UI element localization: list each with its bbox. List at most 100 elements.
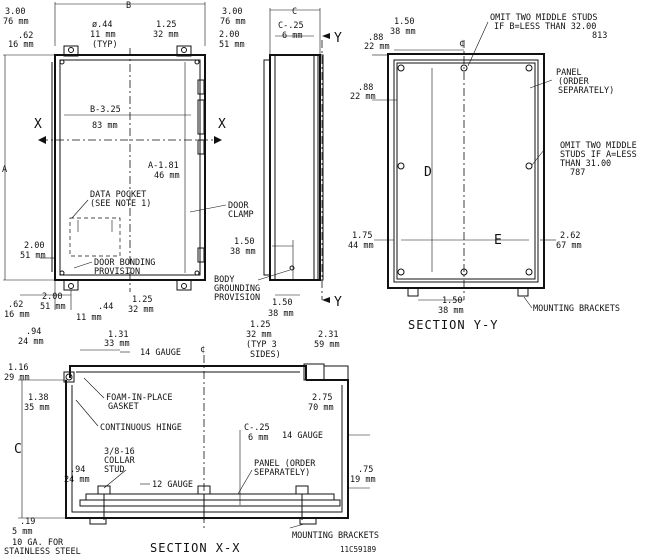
xx-mounting-label: MOUNTING BRACKETS (292, 531, 379, 541)
dim-bot-125-in: 1.25 (132, 295, 152, 305)
side-bot150-in: 1.50 (272, 298, 292, 308)
xx-d75-mm: 19 mm (350, 475, 376, 485)
xx-d94b-mm: 24 mm (64, 475, 90, 485)
body-ground-label-3: PROVISION (214, 293, 260, 303)
dim-bot-200-mm: 51 mm (40, 302, 66, 312)
yy-bot-150-in: 1.50 (442, 296, 462, 306)
xx-d116-mm: 29 mm (4, 373, 30, 383)
xx-d94-mm: 24 mm (18, 337, 44, 347)
section-mark-x-left: X (34, 117, 42, 132)
dim-hole-mm: 11 mm (90, 30, 116, 40)
xx-gauge14-top: 14 GAUGE (140, 348, 181, 358)
data-pocket-outline (69, 217, 121, 257)
yy-omit-a-2: STUDS IF A=LESS (560, 150, 637, 160)
dim-edge-right-mm: 51 mm (219, 40, 245, 50)
data-pocket-label-2: (SEE NOTE 1) (90, 199, 151, 209)
dim-edge-right-in: 2.00 (219, 30, 239, 40)
dim-b-label: B (126, 1, 131, 11)
dim-a-minus-in: A-1.81 (148, 161, 179, 171)
yy-omit-b-2: IF B=LESS THAN 32.00 (494, 22, 596, 32)
yy-bot-150-mm: 38 mm (438, 306, 464, 316)
yy-dim-d-label: D (424, 165, 432, 180)
section-yy-view (372, 21, 556, 301)
xx-ss-1: 10 GA. FOR (12, 538, 64, 548)
dim-stud-mm: 32 mm (153, 30, 179, 40)
xx-stud-1: 3/8-16 (104, 447, 135, 457)
xx-d19-mm: 5 mm (12, 527, 32, 537)
xx-panel-2: SEPARATELY) (254, 468, 310, 478)
xx-dim-c-label: C (14, 442, 22, 457)
yy-top-150-in: 1.50 (394, 17, 414, 27)
dim-bot-125-mm: 32 mm (128, 305, 154, 315)
xx-foam-1: FOAM-IN-PLACE (106, 393, 173, 403)
dim-bot-62-in: .62 (8, 300, 23, 310)
xx-c-minus-mm: 6 mm (248, 433, 268, 443)
section-mark-y-top: Y (334, 31, 342, 46)
xx-stud-2: COLLAR (104, 456, 136, 466)
xx-foam-2: GASKET (108, 402, 139, 412)
drawing-number: 11C59189 (340, 545, 376, 554)
xx-d131-mm: 33 mm (104, 339, 130, 349)
xx-d138-mm: 35 mm (24, 403, 50, 413)
xx-d116-in: 1.16 (8, 363, 28, 373)
dim-top-right-mm: 76 mm (220, 17, 246, 27)
dim-hole-in: ø.44 (92, 20, 112, 30)
xx-hinge-detail (63, 371, 75, 383)
dim-top-right-in: 3.00 (222, 7, 242, 17)
yy-omit-a-1: OMIT TWO MIDDLE (560, 141, 637, 151)
yy-panel-1: PANEL (556, 68, 582, 78)
door-bonding-label-1: DOOR BONDING (94, 258, 155, 268)
dim-bot-200-in: 2.00 (42, 292, 62, 302)
xx-panel-1: PANEL (ORDER (254, 459, 316, 469)
xx-c-minus-in: C-.25 (244, 423, 270, 433)
side-view (263, 8, 330, 303)
xx-stud-3: STUD (104, 465, 124, 475)
dim-top-left-mm: 76 mm (3, 17, 29, 27)
dim-b-minus-in: B-3.25 (90, 105, 121, 115)
xx-hinge-label: CONTINUOUS HINGE (100, 423, 182, 433)
xx-ss-2: STAINLESS STEEL (4, 547, 81, 556)
xx-d231-mm: 59 mm (314, 340, 340, 350)
yy-d88a-mm: 22 mm (364, 42, 390, 52)
yy-panel-outline (396, 62, 536, 280)
section-xx-view (18, 349, 370, 530)
yy-mounting-label: MOUNTING BRACKETS (533, 304, 620, 314)
xx-d125-in: 1.25 (250, 320, 270, 330)
yy-omit-b-1: OMIT TWO MIDDLE STUDS (490, 13, 597, 23)
xx-d138-in: 1.38 (28, 393, 48, 403)
section-xx-title: SECTION X-X (150, 541, 240, 555)
dim-bot-44-in: .44 (98, 302, 113, 312)
dim-b-minus-mm: 83 mm (92, 121, 118, 131)
xx-d125-typ: (TYP 3 (246, 340, 277, 350)
yy-d88b-mm: 22 mm (350, 92, 376, 102)
side-d150-in: 1.50 (234, 237, 254, 247)
front-view (38, 45, 222, 292)
yy-left-175-mm: 44 mm (348, 241, 374, 251)
yy-panel-3: SEPARATELY) (558, 86, 614, 96)
side-d150-mm: 38 mm (230, 247, 256, 257)
xx-panel (85, 493, 335, 501)
yy-centerline-symbol: ¢ (459, 39, 464, 49)
yy-panel-2: (ORDER (558, 77, 590, 87)
body-ground-label-2: GROUNDING (214, 284, 260, 294)
door-clamp-2 (197, 139, 205, 155)
yy-omit-a-3: THAN 31.00 (560, 159, 611, 169)
data-pocket-label-1: DATA POCKET (90, 190, 146, 200)
yy-right-262-mm: 67 mm (556, 241, 582, 251)
dim-c-minus-mm: 6 mm (282, 31, 302, 41)
yy-left-175-in: 1.75 (352, 231, 372, 241)
dim-c-label: C (292, 7, 297, 17)
yy-d88a-in: .88 (368, 33, 383, 43)
dim-c-minus-in: C-.25 (278, 21, 304, 31)
xx-d75-in: .75 (358, 465, 373, 475)
xx-d94-in: .94 (26, 327, 41, 337)
yy-top-150-mm: 38 mm (390, 27, 416, 37)
xx-d19-in: .19 (20, 517, 35, 527)
door-bonding-label-2: PROVISION (94, 267, 140, 277)
xx-d275-in: 2.75 (312, 393, 332, 403)
front-dimensions (3, 2, 206, 310)
xx-d275-mm: 70 mm (308, 403, 334, 413)
section-mark-y-bottom: Y (334, 295, 342, 310)
door-clamp-3 (197, 247, 205, 263)
